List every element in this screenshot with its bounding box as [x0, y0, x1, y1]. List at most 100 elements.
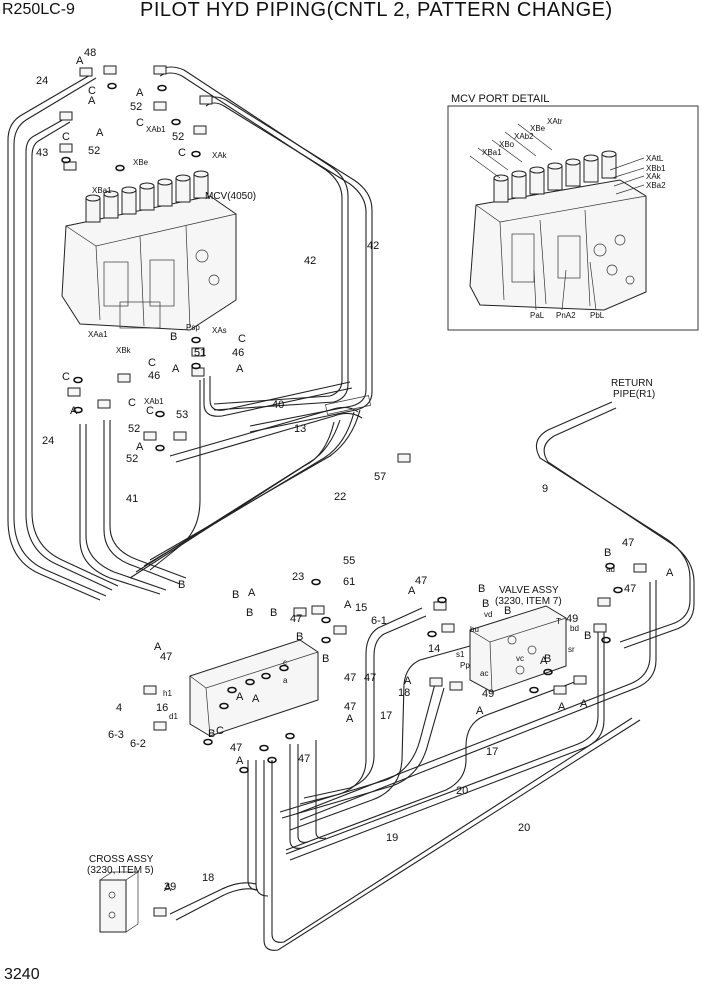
- port-label: XBa2: [646, 181, 666, 190]
- part-number: 49: [482, 688, 494, 700]
- o-ring: [203, 738, 213, 746]
- port-label: ad: [606, 565, 615, 574]
- part-number: 42: [304, 255, 316, 267]
- part-number: 20: [456, 785, 468, 797]
- port-letter: A: [236, 691, 244, 703]
- o-ring: [267, 756, 277, 764]
- part-number: 20: [518, 822, 530, 834]
- spool-cap: [121, 189, 137, 215]
- fitting: [103, 65, 117, 75]
- fitting: [293, 607, 307, 617]
- port-letter: A: [252, 693, 260, 705]
- fitting: [153, 101, 167, 111]
- port-letter: C: [128, 397, 136, 409]
- port-letter: C: [148, 357, 156, 369]
- spool-cap: [547, 165, 563, 191]
- port-letter: B: [246, 607, 253, 619]
- part-number: 22: [334, 491, 346, 503]
- part-number: 61: [343, 576, 355, 588]
- port-label: Pp: [460, 661, 470, 670]
- part-number: 52: [172, 131, 184, 143]
- port-letter: B: [296, 631, 303, 643]
- port-letter: B: [322, 653, 329, 665]
- port-letter: A: [136, 87, 144, 99]
- port-label: XAs: [212, 326, 227, 335]
- o-ring: [311, 578, 321, 586]
- fitting: [79, 67, 93, 77]
- port-label: XAtL: [646, 154, 664, 163]
- part-number: 42: [367, 240, 379, 252]
- part-number: 17: [380, 710, 392, 722]
- port-label: XAk: [212, 151, 228, 160]
- cross-assy-label: CROSS ASSY: [89, 854, 154, 865]
- part-number: 47: [622, 537, 634, 549]
- port-label: XBa1: [92, 186, 112, 195]
- fitting: [433, 601, 447, 611]
- port-letter: A: [70, 405, 78, 417]
- spool-cap-top: [529, 166, 545, 174]
- spool-cap: [601, 153, 617, 179]
- part-number: 16: [156, 702, 168, 714]
- o-ring: [239, 766, 249, 774]
- port-label: PbL: [590, 311, 605, 320]
- port-label: a: [283, 676, 288, 685]
- spool-cap-top: [139, 182, 155, 190]
- port-letter: A: [408, 585, 416, 597]
- fitting: [441, 623, 455, 633]
- part-number: 47: [624, 583, 636, 595]
- port-letter: B: [584, 630, 591, 642]
- port-letter: A: [88, 95, 96, 107]
- port-letter: B: [170, 331, 177, 343]
- part-number: 47: [344, 701, 356, 713]
- spool-cap: [85, 197, 101, 223]
- port-label: PaL: [530, 311, 545, 320]
- port-letter: A: [346, 713, 354, 725]
- o-ring: [191, 362, 201, 370]
- return-lines: [279, 401, 695, 861]
- port-label: sr: [568, 645, 575, 654]
- part-number: 47: [415, 575, 427, 587]
- port-label: ac: [480, 669, 488, 678]
- fitting: [143, 685, 157, 695]
- part-number: 40: [272, 399, 284, 411]
- part-number: 23: [292, 571, 304, 583]
- part-number: 47: [298, 753, 310, 765]
- part-number: 55: [343, 555, 355, 567]
- o-ring: [605, 562, 615, 570]
- port-letter: A: [540, 655, 548, 667]
- fitting: [173, 431, 187, 441]
- port-label: XAtr: [547, 117, 563, 126]
- part-number: 43: [36, 147, 48, 159]
- pilot-hoses: [7, 66, 373, 601]
- port-label: XAb1: [144, 397, 164, 406]
- port-letter: A: [76, 55, 84, 67]
- o-ring: [285, 732, 295, 740]
- o-ring: [321, 616, 331, 624]
- o-ring: [259, 744, 269, 752]
- port-letter: B: [208, 728, 215, 740]
- spool-cap-top: [193, 170, 209, 178]
- part-number: 47: [364, 672, 376, 684]
- valve-assy-label: VALVE ASSY: [499, 585, 559, 596]
- part-number: 6-2: [130, 738, 146, 750]
- page-title: PILOT HYD PIPING(CNTL 2, PATTERN CHANGE): [140, 0, 613, 21]
- o-ring: [245, 678, 255, 686]
- part-number: 46: [232, 347, 244, 359]
- o-ring: [191, 150, 201, 158]
- part-number: 57: [374, 471, 386, 483]
- fitting: [429, 677, 443, 687]
- fitting: [597, 597, 611, 607]
- spool-cap-top: [157, 178, 173, 186]
- fitting: [333, 625, 347, 635]
- port-label: XBo: [499, 140, 515, 149]
- part-number: 15: [355, 602, 367, 614]
- port-letter: C: [238, 333, 246, 345]
- port-letter: A: [344, 599, 352, 611]
- port-label: XBb1: [646, 164, 666, 173]
- fitting: [67, 387, 81, 397]
- port-label: XBk: [116, 346, 132, 355]
- port-label: d1: [169, 712, 178, 721]
- port-letter: A: [580, 698, 588, 710]
- port-label: bu: [470, 625, 479, 634]
